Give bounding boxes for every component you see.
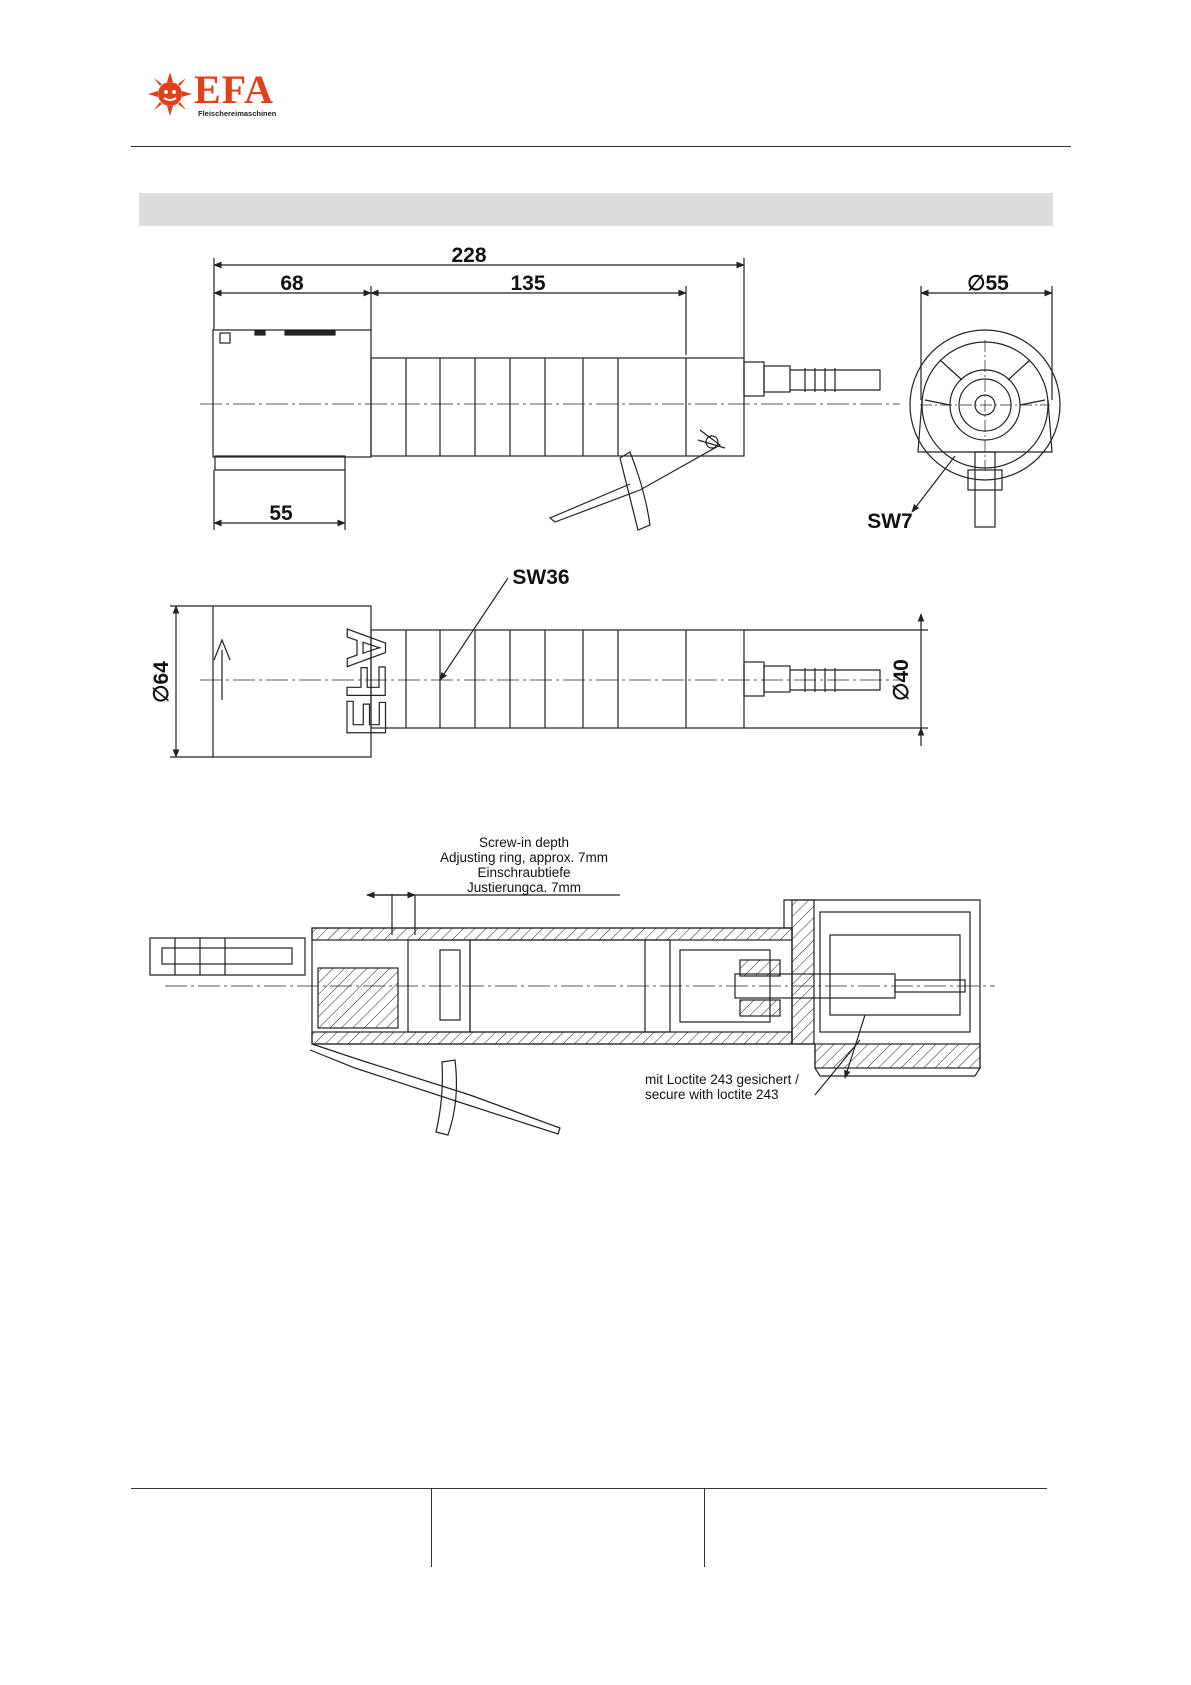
dim-body-length: 135 [510,272,545,295]
label-sw7: SW7 [867,510,913,533]
note-depth-line-4: Justierungca. 7mm [467,880,581,895]
note-depth-line-1: Screw-in depth [479,835,569,850]
section-view [150,895,995,1135]
footer-divider-1 [431,1489,432,1567]
top-view [170,578,928,757]
dim-head-diameter: ∅64 [150,661,173,703]
footer-rule [131,1488,1047,1489]
note-loctite-line-1: mit Loctite 243 gesichert / [645,1072,799,1087]
note-loctite-line-2: secure with loctite 243 [645,1087,779,1102]
dim-total-length: 228 [451,244,486,267]
dim-base-length: 55 [269,502,293,525]
note-depth-line-3: Einschraubtiefe [477,865,570,880]
engraved-logo-text: EFA [335,628,398,737]
label-sw36: SW36 [512,566,569,589]
note-depth-line-2: Adjusting ring, approx. 7mm [440,850,608,865]
footer-divider-2 [704,1489,705,1567]
side-view [200,258,900,530]
end-view [910,286,1060,527]
dim-end-diameter: ∅55 [967,272,1009,295]
dim-body-diameter: ∅40 [890,659,913,701]
dim-head-length: 68 [280,272,304,295]
